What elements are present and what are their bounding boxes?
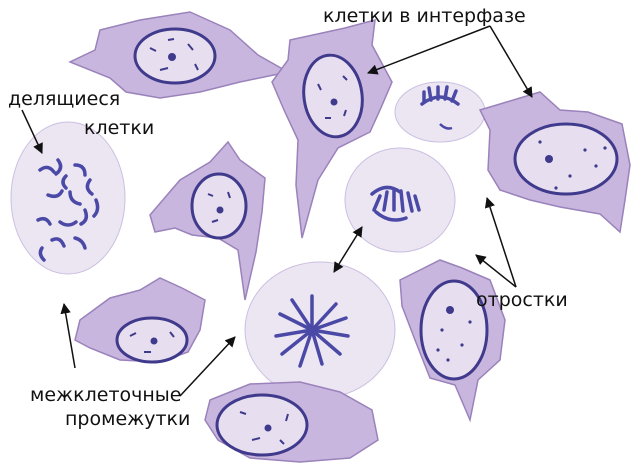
label-dividing-cells-line1: делящиеся — [8, 88, 120, 110]
interphase-cell — [75, 278, 205, 362]
interphase-cell — [205, 382, 378, 462]
nucleolus — [545, 155, 553, 163]
nucleolus — [331, 99, 338, 106]
dividing-cell — [345, 148, 455, 252]
label-processes: отростки — [476, 289, 568, 311]
dividing-cell — [395, 82, 485, 142]
dividing-cell — [11, 122, 125, 274]
nucleus — [217, 395, 307, 455]
label-interphase-cells: клетки в интерфазе — [323, 5, 526, 27]
interphase-cell — [400, 260, 505, 420]
label-intercellular-line1: межклеточные — [30, 384, 181, 406]
nucleus — [192, 174, 246, 238]
nucleus — [515, 124, 617, 194]
arrow-between-dividing — [334, 227, 362, 272]
nucleolus — [217, 207, 224, 214]
nucleolus — [151, 338, 158, 345]
nucleolus — [168, 53, 176, 61]
nucleolus — [265, 425, 272, 432]
arrow-gap-upper — [64, 304, 75, 368]
arrow-interphase-right — [490, 26, 532, 97]
interphase-cell — [480, 92, 630, 232]
dividing-cell — [245, 262, 395, 398]
interphase-cell — [150, 142, 265, 300]
arrow-interphase-left — [368, 26, 490, 73]
arrow-process-upper — [487, 198, 516, 287]
label-intercellular-line2: промежутки — [65, 408, 190, 430]
interphase-cell — [70, 12, 288, 98]
nucleolus — [446, 306, 454, 314]
label-dividing-cells-line2: клетки — [84, 117, 154, 139]
